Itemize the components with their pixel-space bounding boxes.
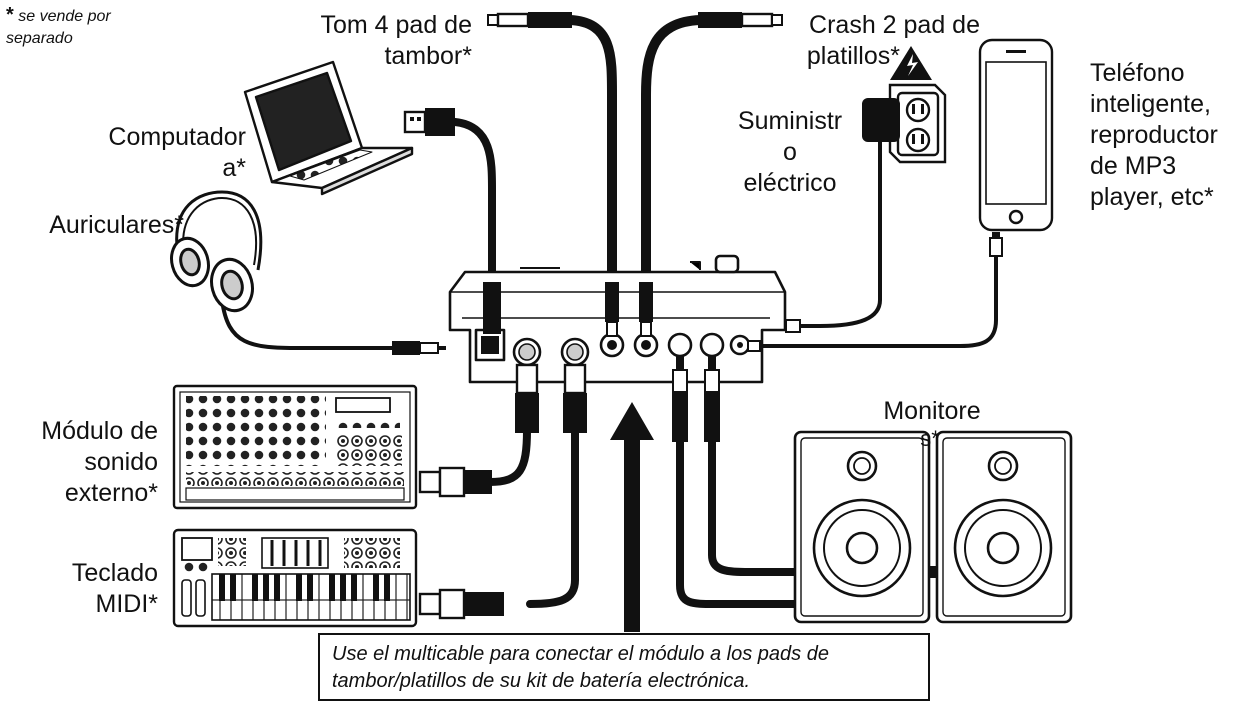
midi-out-cable [486,426,531,486]
label-monitors-2: s* [920,426,940,451]
module-power-plug [785,319,801,333]
multicable-callout: Use el multicable para conectar el módul… [318,633,930,701]
label-phone-3: reproductor [1090,121,1218,149]
footnote-text-1: se vende por [18,8,111,25]
power-adapter [862,98,900,142]
label-crash-pad-1: Crash 2 pad de [809,11,980,39]
label-sound-module-1: Módulo de [41,417,158,445]
label-tom-pad-1: Tom 4 pad de [320,11,473,39]
label-phone-1: Teléfono [1090,59,1185,87]
headphones-cable [220,298,394,350]
crash-pad-plug [698,12,783,28]
up-arrow-icon [610,402,654,632]
headphones-plug [392,341,446,355]
label-midi-keyboard: Teclado MIDI* [4,558,158,620]
headphones [170,190,263,313]
label-computer-1: Computador [108,123,246,151]
monitor-cable-right [708,436,804,576]
label-power-supply-1: Suministr [737,107,843,135]
footnote-star: * [6,4,14,26]
module-output-plugs [672,356,720,442]
label-phone: Teléfono inteligente, reproductor de MP3… [1090,58,1245,213]
label-computer: Computador a* [60,122,246,184]
module-aux-plug [747,340,761,352]
label-monitors-1: Monitore [883,397,981,425]
usb-cable [451,118,496,294]
label-crash-pad-2: platillos* [806,42,900,70]
phone-plug [989,232,1003,257]
monitor-cable-left [676,436,804,608]
tom-pad-cable [565,15,617,295]
monitor-link [929,566,937,578]
label-headphones: Auriculares* [6,210,184,241]
label-tom-pad-2: tambor* [384,42,472,70]
label-sound-module: Módulo de sonido externo* [4,416,158,509]
label-midi-keyboard-2: MIDI* [95,590,159,618]
label-power-supply-2: o [783,138,797,166]
module-usb-plug [483,282,501,334]
label-computer-2: a* [222,154,246,182]
cables [220,15,998,608]
keyboard-midi-plug [418,588,504,620]
phone-cable [758,253,998,348]
label-phone-5: player, etc* [1090,183,1214,211]
sound-module [172,384,418,510]
label-sound-module-3: externo* [64,479,158,507]
laptop [243,60,414,196]
smartphone [978,38,1054,232]
label-tom-pad: Tom 4 pad de tambor* [268,10,473,72]
label-headphones-1: Auriculares* [49,211,184,239]
label-monitors: Monitore s* [862,396,1002,451]
tom-pad-plug [487,12,572,28]
power-outlet [888,83,947,164]
midi-keyboard [172,528,418,628]
module-trigger-plugs [605,282,653,337]
callout-line-2: tambor/platillos de su kit de batería el… [332,670,750,692]
monitor-right [935,430,1073,624]
power-cable [798,138,882,328]
footnote-text-2: separado [6,30,73,47]
label-sound-module-2: sonido [84,448,158,476]
crash-pad-cable [641,15,705,295]
label-power-supply: Suministr o eléctrico [722,106,858,199]
footnote: * se vende por separado [6,4,111,50]
usb-plug [403,108,455,136]
callout-line-1: Use el multicable para conectar el módul… [332,643,829,665]
sound-module-midi-plug [418,466,492,498]
label-midi-keyboard-1: Teclado [71,559,158,587]
label-phone-2: inteligente, [1090,90,1211,118]
module-midi-plugs [515,363,587,433]
label-crash-pad: Crash 2 pad de platillos* [770,10,980,72]
label-power-supply-3: eléctrico [743,169,837,197]
warning-icon [890,46,932,80]
monitor-left [793,430,931,624]
midi-in-cable [526,426,579,608]
label-phone-4: de MP3 [1090,152,1177,180]
